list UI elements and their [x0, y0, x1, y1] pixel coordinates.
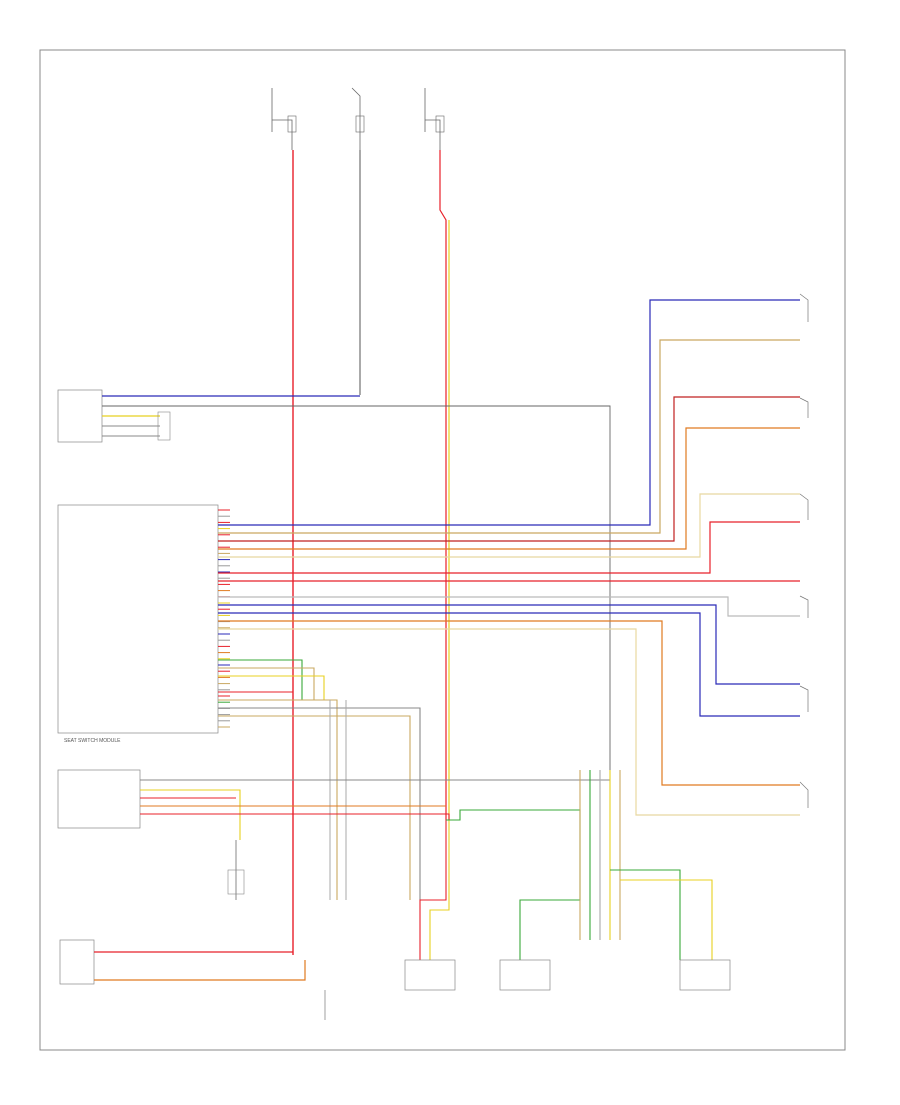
wire-yellow-right-loop	[218, 493, 800, 558]
fuse-feed-right	[424, 88, 445, 150]
wire-yellow-right-loop-2	[218, 628, 800, 816]
fuse-feed-middle	[351, 87, 365, 150]
wire-orange-right-loop-2	[218, 620, 800, 786]
wire-green-lower-1	[218, 659, 303, 700]
wire-red-right-loop-2	[218, 521, 800, 574]
wire-tan-lower-2	[218, 699, 338, 900]
switch-harness-wires	[218, 509, 230, 728]
motor-cluster-c	[579, 770, 621, 940]
wire-grey-lower-2	[218, 707, 421, 900]
wire-blue-right-loop-3	[218, 612, 800, 717]
lower-left-switch	[59, 939, 306, 985]
svg-text:SEAT SWITCH MODULE: SEAT SWITCH MODULE	[64, 738, 121, 744]
wire-blue-right-loop	[218, 299, 800, 526]
seat-heater-module	[57, 769, 610, 900]
motor-cluster-d	[610, 869, 731, 991]
wire-yellow-lower-3	[218, 715, 411, 900]
seat-switch-module: SEAT SWITCH MODULE	[57, 504, 219, 744]
seat-switch-connector-upper	[57, 389, 611, 830]
right-connectors	[799, 293, 809, 808]
wire-grey-right-loop	[218, 596, 800, 617]
motor-cluster-a	[404, 820, 456, 991]
wire-orange-right-loop	[218, 427, 800, 550]
motor-cluster-b	[446, 809, 581, 991]
wire-blue-right-loop-2	[218, 604, 800, 685]
wire-tan-lower-1	[218, 667, 315, 700]
fuse-feed-left	[271, 88, 297, 150]
wire-tan-right-loop	[218, 339, 800, 534]
wire-red-yellow-vertical-feed	[439, 150, 447, 820]
diagram-border	[39, 49, 846, 1051]
wire-red-right-loop-1	[218, 396, 800, 542]
wire-yellow-lower-1	[218, 675, 325, 700]
